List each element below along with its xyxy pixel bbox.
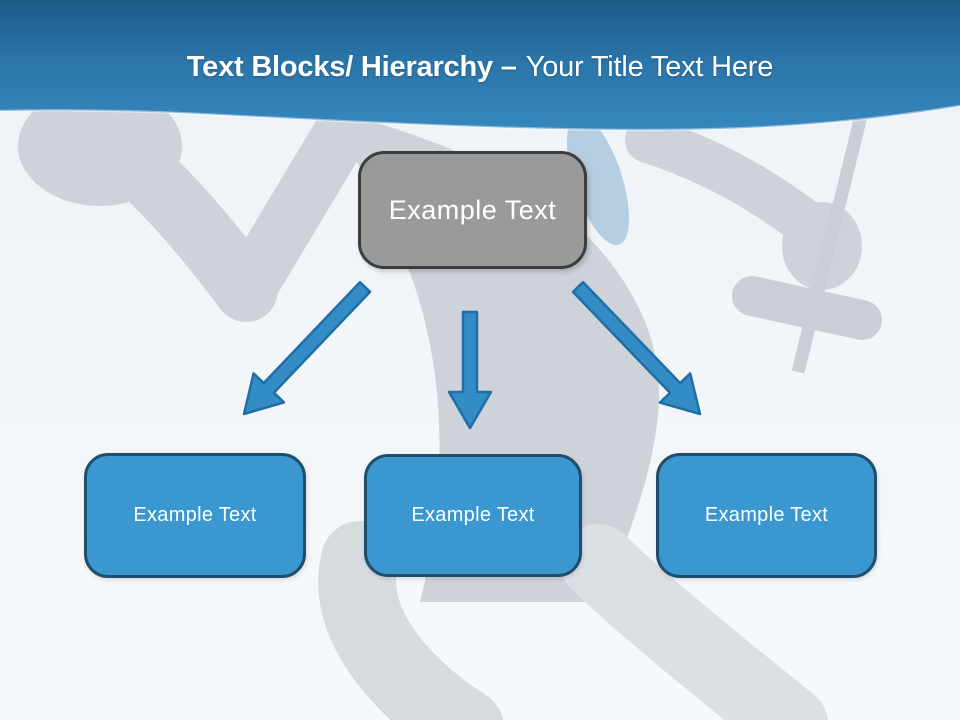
child-node-2-label: Example Text: [411, 504, 535, 526]
slide-title-bold: Text Blocks/ Hierarchy –: [186, 50, 517, 83]
slide-title-regular: Your Title Text Here: [525, 50, 774, 83]
header-wave: [0, 0, 960, 132]
root-node[interactable]: Example Text: [358, 151, 587, 269]
child-node-1-label: Example Text: [133, 504, 257, 526]
slide-title[interactable]: Text Blocks/ Hierarchy – Your Title Text…: [0, 0, 960, 112]
child-node-3-label: Example Text: [704, 504, 829, 526]
root-node-label: Example Text: [388, 194, 557, 225]
child-node-3[interactable]: Example Text: [656, 453, 877, 578]
child-node-1[interactable]: Example Text: [84, 453, 306, 578]
child-node-2[interactable]: Example Text: [364, 454, 582, 577]
